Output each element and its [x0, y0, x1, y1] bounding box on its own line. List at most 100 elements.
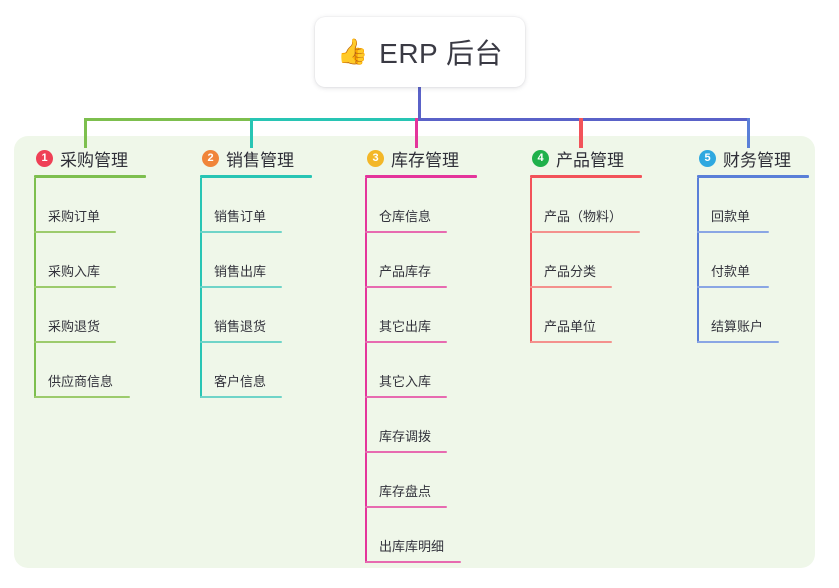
- branch-header-underline: [34, 175, 146, 178]
- list-item-label: 供应商信息: [48, 374, 114, 389]
- list-item[interactable]: 其它出库: [365, 288, 477, 343]
- list-item[interactable]: 仓库信息: [365, 178, 477, 233]
- branch-header-underline: [365, 175, 477, 178]
- branch-item-list: 采购订单采购入库采购退货供应商信息: [34, 178, 146, 398]
- branch-title-label: 库存管理: [391, 150, 459, 170]
- branch-index-badge: 5: [699, 149, 716, 167]
- list-item-underline: [365, 451, 447, 453]
- branch-header-underline: [530, 175, 642, 178]
- list-item[interactable]: 产品库存: [365, 233, 477, 288]
- branch-header-财务管理[interactable]: 5 财务管理: [697, 146, 809, 170]
- list-item-label: 出库库明细: [379, 539, 445, 554]
- segment-branch-2: [250, 118, 416, 121]
- branch-item-list: 回款单付款单结算账户: [697, 178, 809, 343]
- list-item[interactable]: 销售出库: [200, 233, 312, 288]
- list-item-underline: [200, 286, 282, 288]
- list-item-underline: [530, 286, 612, 288]
- branch-title-label: 财务管理: [723, 150, 791, 170]
- branch-title-label: 销售管理: [226, 150, 294, 170]
- list-item-label: 其它入库: [379, 374, 432, 389]
- list-item-label: 库存调拨: [379, 429, 432, 444]
- list-item-underline: [697, 341, 779, 343]
- branch-drop-connector-4: [580, 118, 583, 148]
- list-item[interactable]: 产品分类: [530, 233, 642, 288]
- list-item-underline: [200, 231, 282, 233]
- branch-index-badge: 1: [36, 149, 53, 167]
- list-item-underline: [34, 341, 116, 343]
- segment-branch-1: [84, 118, 251, 121]
- list-item[interactable]: 采购退货: [34, 288, 146, 343]
- list-item[interactable]: 采购订单: [34, 178, 146, 233]
- list-item[interactable]: 付款单: [697, 233, 809, 288]
- list-item[interactable]: 销售订单: [200, 178, 312, 233]
- thumbs-up-icon: 👍: [337, 37, 369, 66]
- list-item-underline: [34, 396, 130, 398]
- branch-item-list: 销售订单销售出库销售退货客户信息: [200, 178, 312, 398]
- list-item[interactable]: 采购入库: [34, 233, 146, 288]
- list-item-label: 其它出库: [379, 319, 432, 334]
- list-item-label: 采购入库: [48, 264, 101, 279]
- branch-item-list: 产品（物料） 产品分类产品单位: [530, 178, 642, 343]
- list-item-underline: [365, 341, 447, 343]
- list-item-label: 产品单位: [544, 319, 597, 334]
- list-item-underline: [34, 231, 116, 233]
- branch-index-badge: 4: [532, 149, 549, 167]
- branch-header-underline: [697, 175, 809, 178]
- branch-index-badge: 3: [367, 149, 384, 167]
- list-item-underline: [530, 341, 612, 343]
- list-item[interactable]: 出库库明细: [365, 508, 477, 563]
- branch-vertical-spine: [697, 178, 699, 343]
- list-item-underline: [200, 396, 282, 398]
- branch-drop-connector-1: [84, 118, 87, 148]
- list-item-label: 付款单: [711, 264, 751, 279]
- root-node-erp-backend[interactable]: 👍 ERP 后台: [315, 17, 525, 87]
- branches-background-panel: [14, 136, 815, 568]
- list-item[interactable]: 客户信息: [200, 343, 312, 398]
- list-item-label: 产品分类: [544, 264, 597, 279]
- branch-vertical-spine: [365, 178, 367, 563]
- list-item-underline: [530, 231, 640, 233]
- list-item[interactable]: 库存盘点: [365, 453, 477, 508]
- list-item[interactable]: 库存调拨: [365, 398, 477, 453]
- list-item[interactable]: 其它入库: [365, 343, 477, 398]
- list-item[interactable]: 产品单位: [530, 288, 642, 343]
- list-item[interactable]: 供应商信息: [34, 343, 146, 398]
- list-item-underline: [34, 286, 116, 288]
- branch-vertical-spine: [200, 178, 202, 398]
- list-item-underline: [365, 286, 447, 288]
- branch-title-label: 产品管理: [556, 150, 624, 170]
- list-item-label: 客户信息: [214, 374, 267, 389]
- branch-column-产品管理: 4 产品管理产品（物料） 产品分类产品单位: [530, 146, 642, 343]
- list-item-label: 销售出库: [214, 264, 267, 279]
- list-item-underline: [697, 286, 769, 288]
- branch-drop-connector-2: [250, 118, 253, 148]
- list-item[interactable]: 回款单: [697, 178, 809, 233]
- root-node-label: ERP 后台: [379, 38, 503, 69]
- branch-column-库存管理: 3 库存管理仓库信息产品库存其它出库其它入库库存调拨库存盘点出库库明细: [365, 146, 477, 563]
- branch-header-产品管理[interactable]: 4 产品管理: [530, 146, 642, 170]
- list-item-underline: [365, 231, 447, 233]
- branch-header-库存管理[interactable]: 3 库存管理: [365, 146, 477, 170]
- list-item-label: 销售退货: [214, 319, 267, 334]
- branch-drop-connector-5: [747, 118, 750, 148]
- list-item-underline: [200, 341, 282, 343]
- root-stem-connector: [418, 87, 421, 120]
- branch-header-采购管理[interactable]: 1 采购管理: [34, 146, 146, 170]
- list-item[interactable]: 结算账户: [697, 288, 809, 343]
- list-item-label: 结算账户: [711, 319, 764, 334]
- list-item[interactable]: 产品（物料）: [530, 178, 642, 233]
- list-item-label: 产品库存: [379, 264, 432, 279]
- list-item-label: 产品（物料）: [544, 209, 623, 224]
- branch-item-list: 仓库信息产品库存其它出库其它入库库存调拨库存盘点出库库明细: [365, 178, 477, 563]
- list-item-label: 采购退货: [48, 319, 101, 334]
- branch-title-label: 采购管理: [60, 150, 128, 170]
- branch-column-采购管理: 1 采购管理采购订单采购入库采购退货供应商信息: [34, 146, 146, 398]
- list-item-label: 库存盘点: [379, 484, 432, 499]
- branch-header-underline: [200, 175, 312, 178]
- list-item[interactable]: 销售退货: [200, 288, 312, 343]
- list-item-label: 仓库信息: [379, 209, 432, 224]
- branch-vertical-spine: [530, 178, 532, 343]
